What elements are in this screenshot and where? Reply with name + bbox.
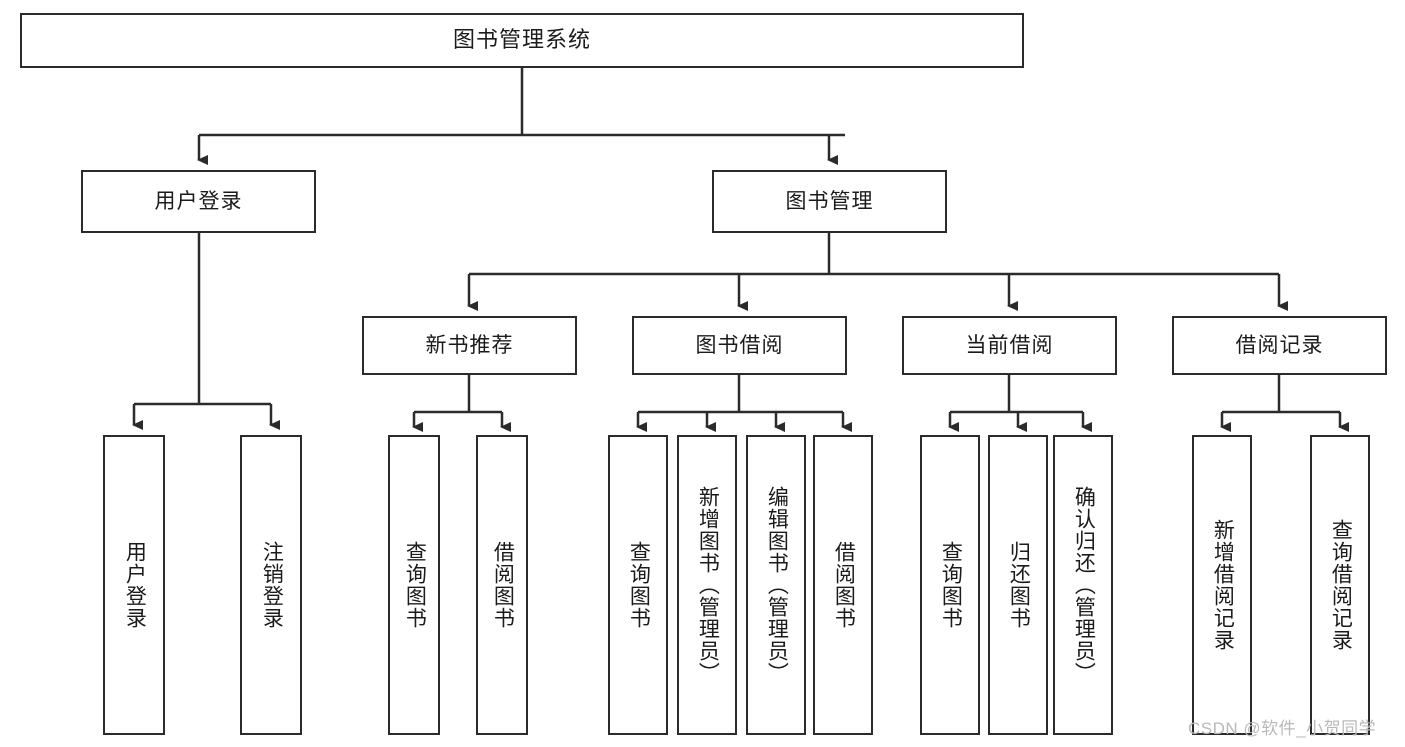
node-leaf-query-record[interactable]: 查询借阅记录 xyxy=(1310,435,1370,735)
node-leaf-edit-book-label: 编辑图书（管理员） xyxy=(765,486,789,684)
node-leaf-confirm-return[interactable]: 确认归还（管理员） xyxy=(1053,435,1113,735)
node-leaf-borrow-book-2[interactable]: 借阅图书 xyxy=(813,435,873,735)
node-leaf-borrow-book-2-label: 借阅图书 xyxy=(832,541,856,629)
node-book-admin[interactable]: 图书管理 xyxy=(712,170,947,233)
node-new-book-rec[interactable]: 新书推荐 xyxy=(362,316,577,375)
node-leaf-borrow-book-1-label: 借阅图书 xyxy=(491,541,515,629)
node-user-login[interactable]: 用户登录 xyxy=(81,170,316,233)
node-leaf-query-book-1[interactable]: 查询图书 xyxy=(388,435,440,735)
node-leaf-logout[interactable]: 注销登录 xyxy=(240,435,302,735)
node-leaf-return-book[interactable]: 归还图书 xyxy=(988,435,1048,735)
node-borrow-record[interactable]: 借阅记录 xyxy=(1172,316,1387,375)
node-leaf-add-record[interactable]: 新增借阅记录 xyxy=(1192,435,1252,735)
node-book-admin-label: 图书管理 xyxy=(785,189,874,213)
node-leaf-return-book-label: 归还图书 xyxy=(1007,541,1031,629)
node-leaf-logout-label: 注销登录 xyxy=(260,541,284,629)
node-leaf-edit-book[interactable]: 编辑图书（管理员） xyxy=(746,435,806,735)
node-leaf-user-login[interactable]: 用户登录 xyxy=(103,435,165,735)
node-book-borrow-label: 图书借阅 xyxy=(695,333,784,357)
node-leaf-query-record-label: 查询借阅记录 xyxy=(1329,519,1353,651)
node-leaf-query-book-1-label: 查询图书 xyxy=(403,541,427,629)
node-root-label: 图书管理系统 xyxy=(452,27,591,53)
node-leaf-user-login-label: 用户登录 xyxy=(123,541,147,629)
node-new-book-rec-label: 新书推荐 xyxy=(425,333,514,357)
node-book-borrow[interactable]: 图书借阅 xyxy=(632,316,847,375)
node-root[interactable]: 图书管理系统 xyxy=(20,13,1024,68)
node-user-login-label: 用户登录 xyxy=(154,189,243,213)
node-leaf-query-book-3[interactable]: 查询图书 xyxy=(920,435,980,735)
node-leaf-query-book-2[interactable]: 查询图书 xyxy=(608,435,668,735)
node-leaf-query-book-2-label: 查询图书 xyxy=(627,541,651,629)
node-current-borrow[interactable]: 当前借阅 xyxy=(902,316,1117,375)
node-leaf-borrow-book-1[interactable]: 借阅图书 xyxy=(476,435,528,735)
node-leaf-add-book[interactable]: 新增图书（管理员） xyxy=(677,435,737,735)
node-borrow-record-label: 借阅记录 xyxy=(1235,333,1324,357)
node-leaf-add-record-label: 新增借阅记录 xyxy=(1211,519,1235,651)
node-leaf-add-book-label: 新增图书（管理员） xyxy=(696,486,720,684)
node-current-borrow-label: 当前借阅 xyxy=(965,333,1054,357)
watermark: CSDN @软件_小贺同学 xyxy=(1188,719,1377,738)
node-leaf-confirm-return-label: 确认归还（管理员） xyxy=(1072,486,1096,684)
node-leaf-query-book-3-label: 查询图书 xyxy=(939,541,963,629)
